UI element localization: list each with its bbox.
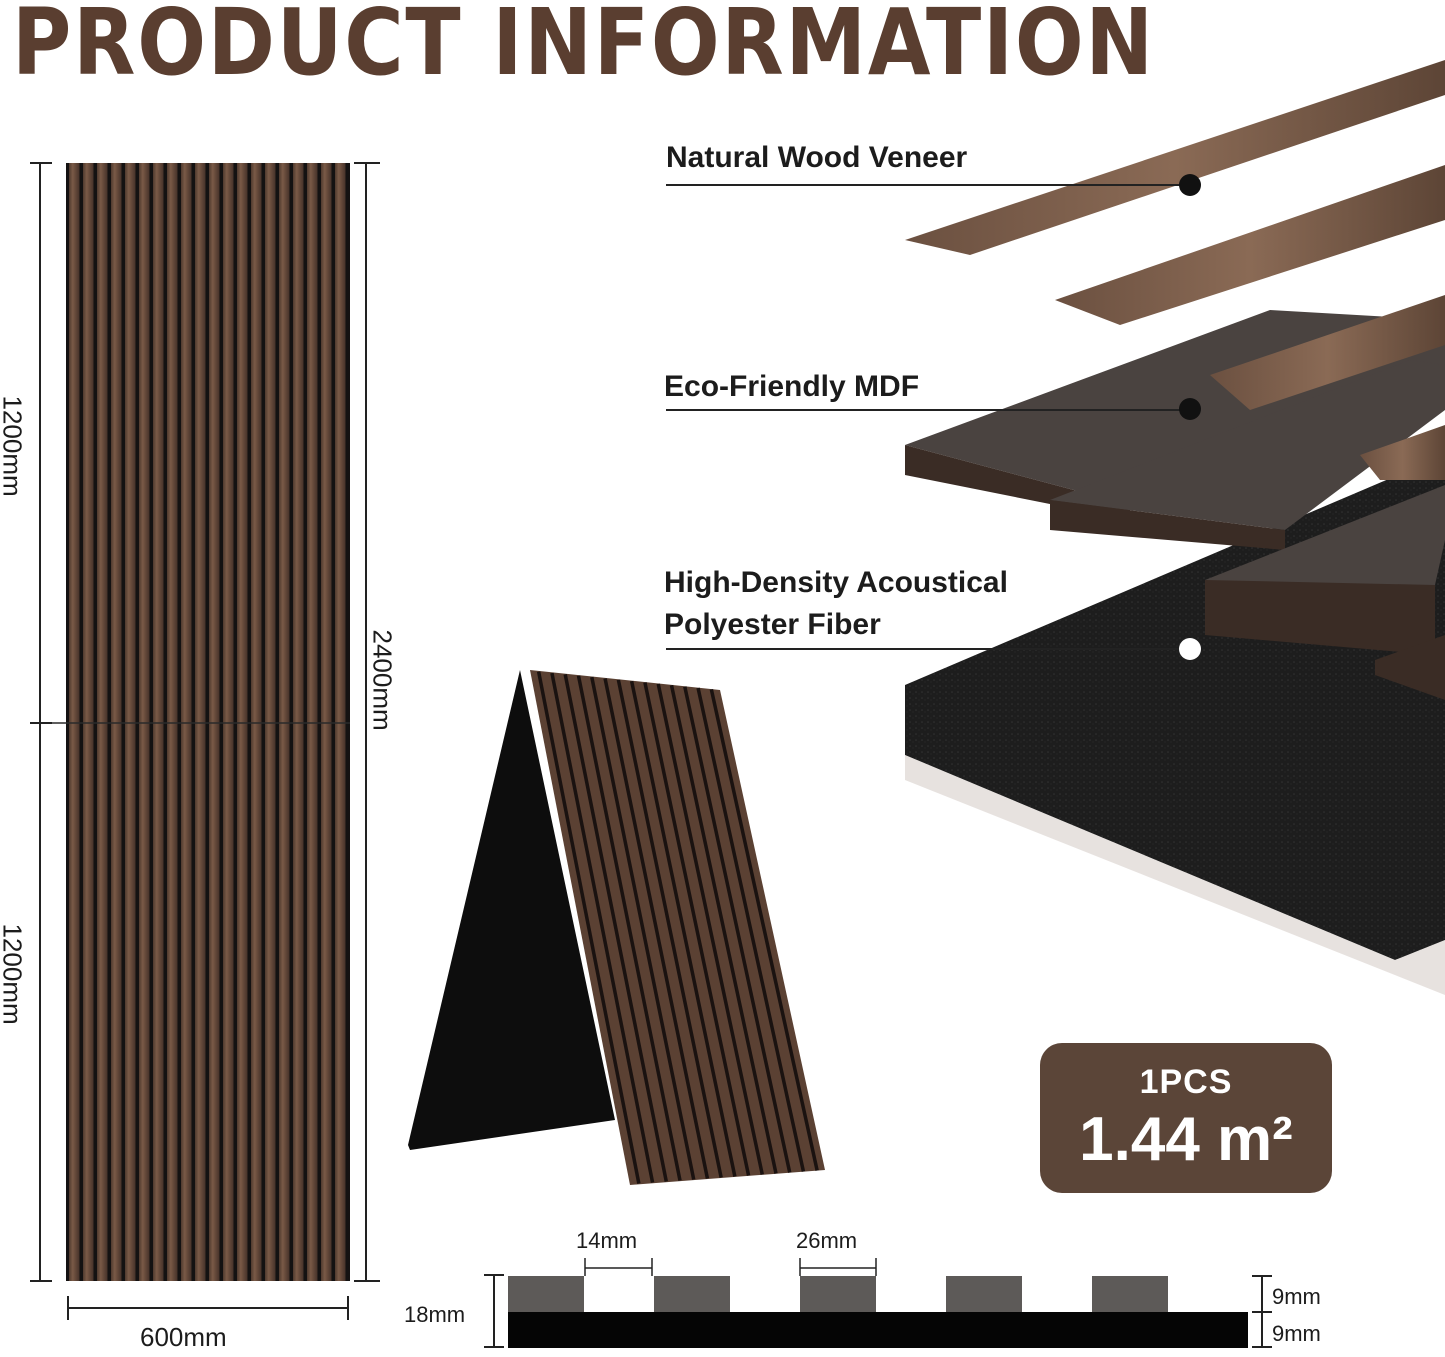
folded-panel-gap — [603, 678, 710, 1179]
panel-slat — [279, 163, 290, 1281]
mdf-leader-line — [666, 409, 1190, 411]
folded-panel-gap — [656, 683, 764, 1175]
panel-slat — [83, 163, 94, 1281]
folded-panel-gap — [590, 676, 696, 1180]
fiber-leader-line — [666, 648, 1190, 650]
height-upper-label: 1200mm — [0, 395, 28, 497]
folded-panel-gap — [669, 684, 778, 1174]
panel-slat — [139, 163, 150, 1281]
folded-panel-slats — [536, 671, 819, 1184]
panel-slat — [125, 163, 136, 1281]
profile-slat — [946, 1276, 1022, 1312]
badge-area: 1.44 m² — [1079, 1105, 1293, 1174]
panel-slat — [167, 163, 178, 1281]
panel-slat — [307, 163, 318, 1281]
width-label: 600mm — [140, 1322, 227, 1352]
panel-slat — [209, 163, 220, 1281]
panel-slat — [265, 163, 276, 1281]
veneer-marker — [1179, 174, 1201, 196]
profile-felt — [508, 1312, 1248, 1348]
mdf-marker — [1179, 398, 1201, 420]
height-lower-label: 1200mm — [0, 923, 28, 1025]
folded-panel-gap — [683, 686, 792, 1173]
folded-panel-gap — [550, 672, 655, 1183]
slat-width-label: 26mm — [796, 1228, 858, 1253]
total-thickness-label: 18mm — [404, 1302, 466, 1327]
gap-width-label: 14mm — [576, 1228, 638, 1253]
profile-slat — [800, 1276, 876, 1312]
panel-slat — [195, 163, 206, 1281]
veneer-strips — [905, 60, 1445, 480]
fiber-label-line1: High-Density Acoustical — [664, 566, 1008, 599]
panel-slat — [111, 163, 122, 1281]
folded-panel-gap — [643, 682, 751, 1176]
panel-slat — [223, 163, 234, 1281]
height-total-label: 2400mm — [367, 629, 398, 731]
panel-slat — [321, 163, 332, 1281]
veneer-label: Natural Wood Veneer — [666, 141, 968, 174]
profile-slat — [654, 1276, 730, 1312]
panel-slat — [293, 163, 304, 1281]
panel-slat — [69, 163, 80, 1281]
folded-panel-gap — [629, 680, 737, 1177]
slat-thickness-label: 9mm — [1272, 1284, 1321, 1309]
fiber-label-line2: Polyester Fiber — [664, 608, 881, 641]
badge-quantity: 1PCS — [1139, 1063, 1233, 1101]
layers-illustration — [905, 60, 1445, 995]
panel-slat — [237, 163, 248, 1281]
mdf-label: Eco-Friendly MDF — [664, 370, 920, 403]
panel-slat — [181, 163, 192, 1281]
page-title: PRODUCT INFORMATION — [12, 0, 1155, 96]
profile-slat — [1092, 1276, 1168, 1312]
profile-slat — [508, 1276, 584, 1312]
panel-back-face — [408, 670, 615, 1150]
panel-slat — [335, 163, 346, 1281]
folded-panel-gap — [536, 671, 641, 1184]
folded-panel-gap — [563, 674, 669, 1182]
coverage-badge: 1PCS 1.44 m² — [1040, 1043, 1332, 1193]
panel-slat — [153, 163, 164, 1281]
folded-panel-gap — [616, 679, 723, 1178]
folded-panel-gap — [696, 687, 806, 1172]
folded-panel-illustration — [408, 670, 825, 1185]
fiber-marker — [1179, 638, 1201, 660]
profile-cross-section — [484, 1258, 1272, 1348]
tall-panel-diagram — [30, 162, 380, 1320]
folded-panel-gap — [709, 688, 819, 1171]
folded-panel-gap — [576, 675, 682, 1181]
panel-slats — [69, 163, 346, 1281]
panel-slat — [97, 163, 108, 1281]
felt-thickness-label: 9mm — [1272, 1321, 1321, 1346]
veneer-leader-line — [666, 184, 1190, 186]
panel-slat — [251, 163, 262, 1281]
